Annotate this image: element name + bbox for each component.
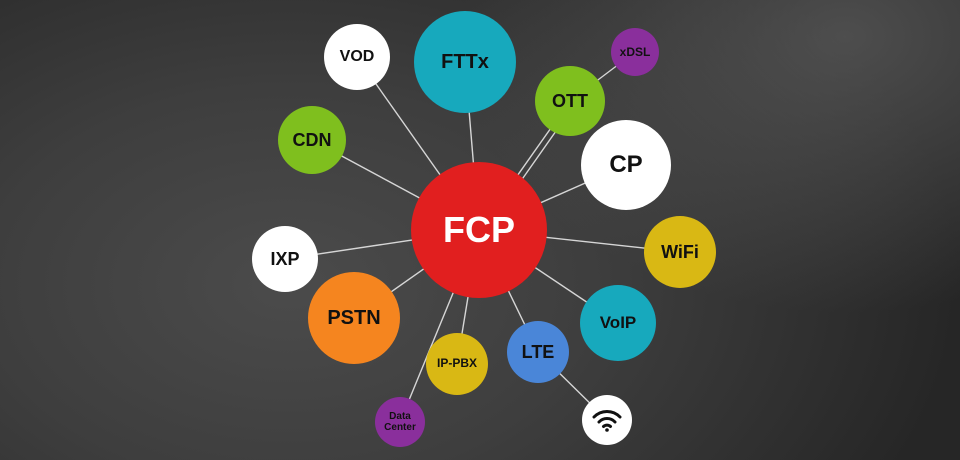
node-pstn: PSTN bbox=[308, 272, 400, 364]
node-xdsl: xDSL bbox=[611, 28, 659, 76]
node-voip: VoIP bbox=[580, 285, 656, 361]
node-data-center: Data Center bbox=[375, 397, 425, 447]
node-label-pstn: PSTN bbox=[327, 306, 381, 329]
node-label-ip-pbx: IP-PBX bbox=[436, 356, 477, 371]
node-label-xdsl: xDSL bbox=[619, 44, 651, 59]
node-label-ixp: IXP bbox=[270, 248, 300, 269]
node-label-wifi: WiFi bbox=[661, 241, 699, 262]
node-cp: CP bbox=[581, 120, 671, 210]
hub-label: FCP bbox=[443, 209, 515, 251]
node-label-fttx: FTTx bbox=[441, 50, 489, 73]
node-wifi: WiFi bbox=[644, 216, 716, 288]
node-label-voip: VoIP bbox=[599, 313, 637, 333]
node-vod: VOD bbox=[324, 24, 390, 90]
node-lte: LTE bbox=[507, 321, 569, 383]
hub-node-fcp: FCP bbox=[411, 162, 547, 298]
node-label-ott: OTT bbox=[552, 90, 588, 111]
node-label-data-center: Data Center bbox=[384, 411, 416, 433]
node-cdn: CDN bbox=[278, 106, 346, 174]
node-ott: OTT bbox=[535, 66, 605, 136]
wifi-signal-glyph bbox=[592, 410, 622, 432]
node-label-cdn: CDN bbox=[292, 129, 332, 150]
node-ixp: IXP bbox=[252, 226, 318, 292]
node-label-cp: CP bbox=[609, 151, 643, 179]
wifi-icon bbox=[582, 395, 632, 445]
node-label-lte: LTE bbox=[521, 341, 555, 362]
node-fttx: FTTx bbox=[414, 11, 516, 113]
node-ip-pbx: IP-PBX bbox=[426, 333, 488, 395]
node-label-vod: VOD bbox=[339, 47, 375, 65]
